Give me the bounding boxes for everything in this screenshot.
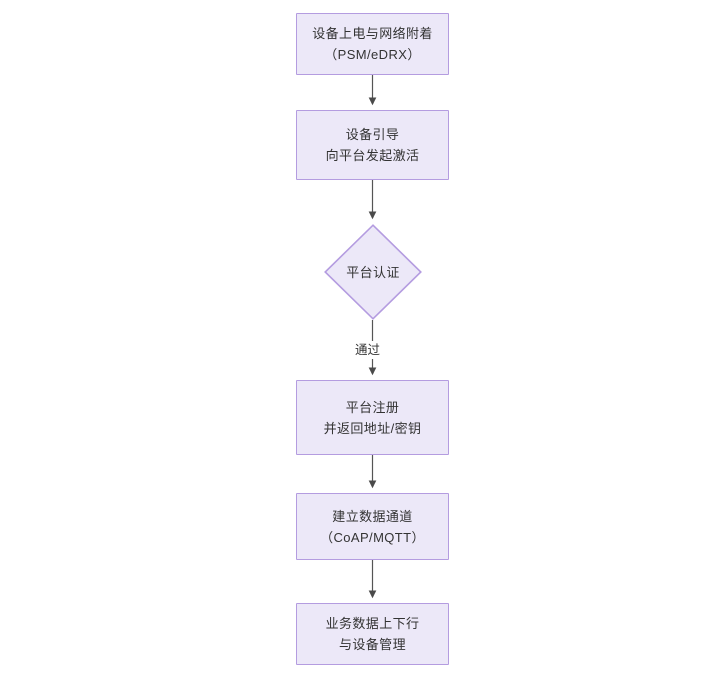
flow-node-line-primary: 平台认证 [346,264,400,280]
flow-node-line-secondary: （PSM/eDRX） [324,47,421,62]
diamond-shape-icon [324,224,422,320]
flow-node-line-primary: 平台注册 [345,399,400,415]
flow-node-line-primary: 业务数据上下行 [325,616,420,631]
flow-node-line-secondary: 并返回地址/密钥 [323,420,422,436]
flow-node-line-primary: 设备引导 [345,127,400,142]
flow-node-platform-registration[interactable]: 平台注册 并返回地址/密钥 [296,380,449,455]
flow-node-platform-authentication[interactable]: 平台认证 [324,224,422,320]
flow-node-business-data[interactable]: 业务数据上下行 与设备管理 [296,603,449,665]
edge-label-pass: 通过 [352,341,384,359]
flow-node-data-channel[interactable]: 建立数据通道 （CoAP/MQTT） [296,493,449,560]
flow-node-line-secondary: （CoAP/MQTT） [320,529,425,545]
flow-node-line-primary: 设备上电与网络附着 [312,26,433,41]
flow-node-line-secondary: 向平台发起激活 [325,148,420,163]
flow-node-device-bootstrap[interactable]: 设备引导 向平台发起激活 [296,110,449,180]
flow-node-line-primary: 建立数据通道 [332,508,413,524]
flow-node-device-power-on[interactable]: 设备上电与网络附着 （PSM/eDRX） [296,13,449,75]
flow-node-line-secondary: 与设备管理 [338,637,406,652]
